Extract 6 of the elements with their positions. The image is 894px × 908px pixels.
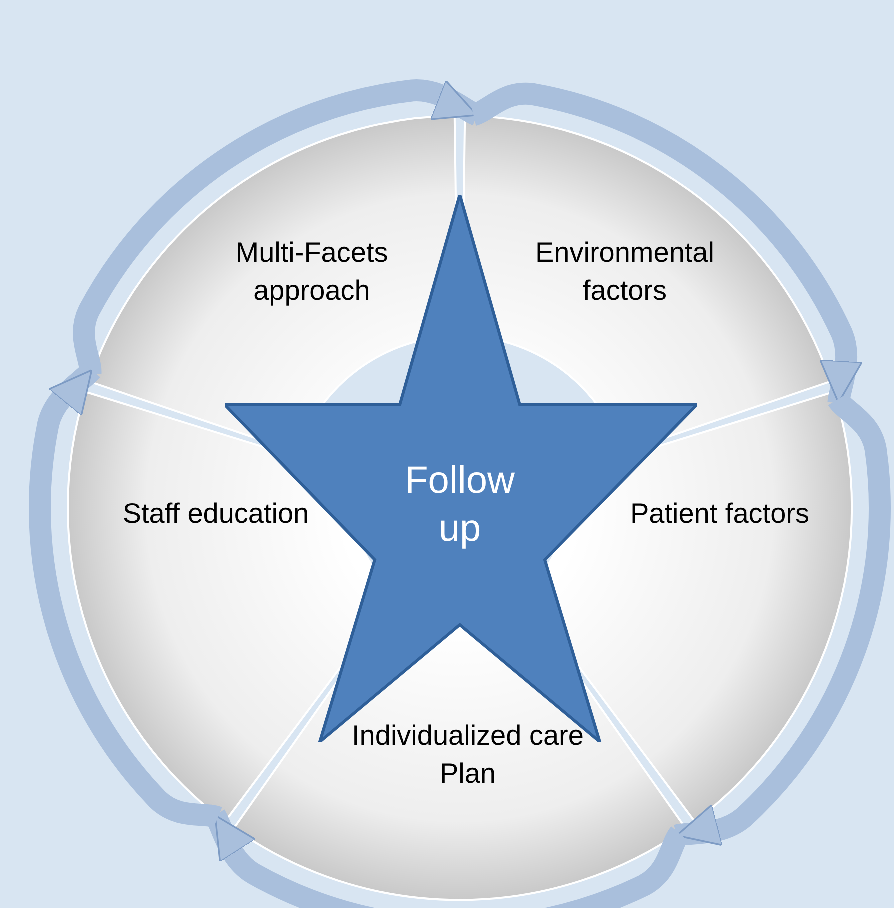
star-label: Follow up: [404, 459, 516, 552]
segment-label: Multi-Facets approach: [234, 236, 390, 308]
segment-label: Individualized care Plan: [351, 718, 585, 791]
segment-label: Patient factors: [629, 496, 810, 531]
segment-label: Staff education: [122, 496, 310, 531]
segment-label: Environmental factors: [534, 236, 716, 308]
